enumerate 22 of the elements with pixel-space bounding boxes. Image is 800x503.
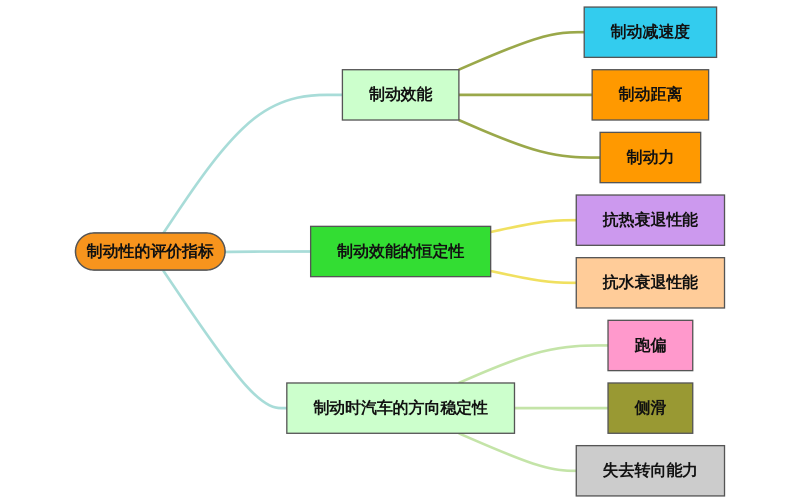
node-box: 制动减速度 — [584, 6, 718, 58]
connector — [490, 218, 576, 234]
connector — [458, 94, 592, 96]
connector — [458, 118, 600, 159]
node-box: 制动效能的恒定性 — [310, 226, 492, 278]
node-box: 制动效能 — [342, 69, 460, 121]
node-box: 跑偏 — [607, 320, 694, 372]
node-box: 抗水衰退性能 — [576, 257, 726, 309]
node-box: 抗热衰退性能 — [576, 194, 726, 246]
connector — [162, 270, 287, 410]
connector — [514, 406, 608, 410]
node-box: 失去转向能力 — [576, 444, 726, 497]
connector — [458, 432, 576, 472]
node-box: 制动距离 — [591, 69, 710, 121]
connector — [458, 30, 584, 71]
node-box: 制动力 — [599, 132, 702, 184]
node-box: 侧滑 — [607, 382, 694, 434]
connector — [162, 94, 342, 234]
connector — [490, 270, 576, 284]
connector — [225, 250, 311, 254]
connector — [458, 344, 608, 384]
node-box: 制动时汽车的方向稳定性 — [286, 382, 516, 434]
